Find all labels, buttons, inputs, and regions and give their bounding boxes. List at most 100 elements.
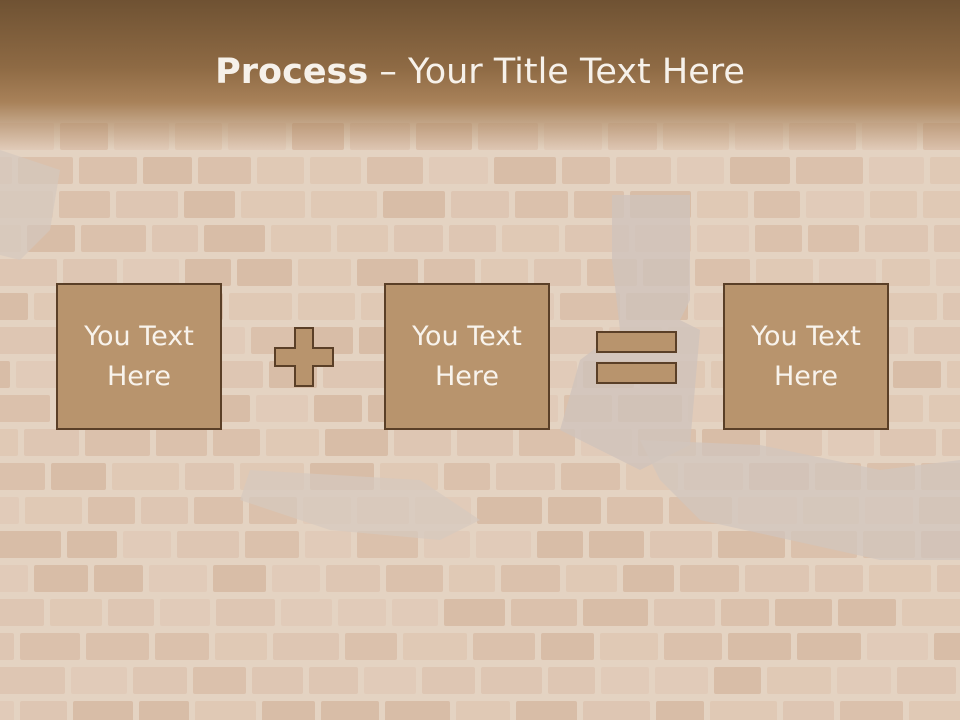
brick [897,667,956,694]
brick [152,225,198,252]
brick [67,531,117,558]
brick [326,565,380,592]
brick [837,667,891,694]
process-box-label: You Text Here [751,320,861,392]
brick [325,429,388,456]
brick [94,565,143,592]
brick [123,259,179,286]
brick [81,225,146,252]
brick [583,701,650,720]
brick [116,191,178,218]
brick [566,565,617,592]
brick [357,531,418,558]
brick [865,225,928,252]
brick [881,293,937,320]
brick [262,701,315,720]
brick [501,565,560,592]
brick [449,225,496,252]
brick [728,633,791,660]
brick [237,259,292,286]
brick [806,191,864,218]
title-separator: – [368,52,408,92]
brick [828,429,874,456]
brick [923,191,960,218]
brick [473,633,535,660]
brick [252,667,303,694]
brick [357,259,418,286]
brick [869,565,931,592]
brick [655,667,708,694]
brick [494,157,556,184]
brick [755,225,802,252]
brick [600,633,658,660]
brick [0,429,18,456]
brick [0,599,44,626]
brick [942,429,960,456]
brick [745,565,809,592]
brick [0,497,19,524]
brick [714,667,761,694]
brick [496,463,555,490]
brick [607,497,663,524]
brick [59,191,110,218]
brick [0,701,14,720]
brick [309,667,358,694]
brick [392,599,438,626]
brick [560,293,620,320]
title-bold: Process [215,52,369,92]
brick [24,429,79,456]
wall-patch [0,150,60,260]
brick [422,667,475,694]
brick [909,701,960,720]
brick [601,667,649,694]
brick [548,667,595,694]
brick [229,293,292,320]
brick [0,327,58,354]
brick [0,565,28,592]
brick [86,633,149,660]
brick [929,395,960,422]
equals-icon [596,331,677,384]
brick [195,701,256,720]
brick [936,259,960,286]
brick [71,667,127,694]
brick [198,157,251,184]
brick [457,429,513,456]
brick [449,565,495,592]
brick [85,429,150,456]
brick [321,701,379,720]
brick [914,327,960,354]
brick [808,225,859,252]
process-box-2[interactable]: You Text Here [384,283,550,430]
brick [50,599,102,626]
brick [783,701,834,720]
brick [185,259,231,286]
brick [721,599,769,626]
brick [654,599,715,626]
brick [869,157,924,184]
title-rest: Your Title Text Here [407,52,745,92]
slide-title[interactable]: Process – Your Title Text Here [0,52,960,92]
brick [185,463,234,490]
brick [893,361,941,388]
brick [838,599,896,626]
brick [870,191,917,218]
brick [0,293,28,320]
brick [394,225,443,252]
process-box-label: You Text Here [84,320,194,392]
brick [943,293,960,320]
brick [616,157,671,184]
process-box-1[interactable]: You Text Here [56,283,222,430]
brick [193,667,246,694]
brick [79,157,137,184]
brick [867,633,928,660]
brick [947,361,960,388]
brick [444,599,505,626]
brick [51,463,106,490]
brick [697,191,748,218]
brick [548,497,601,524]
brick [680,565,739,592]
brick [0,667,65,694]
brick [537,531,583,558]
process-box-3[interactable]: You Text Here [723,283,889,430]
